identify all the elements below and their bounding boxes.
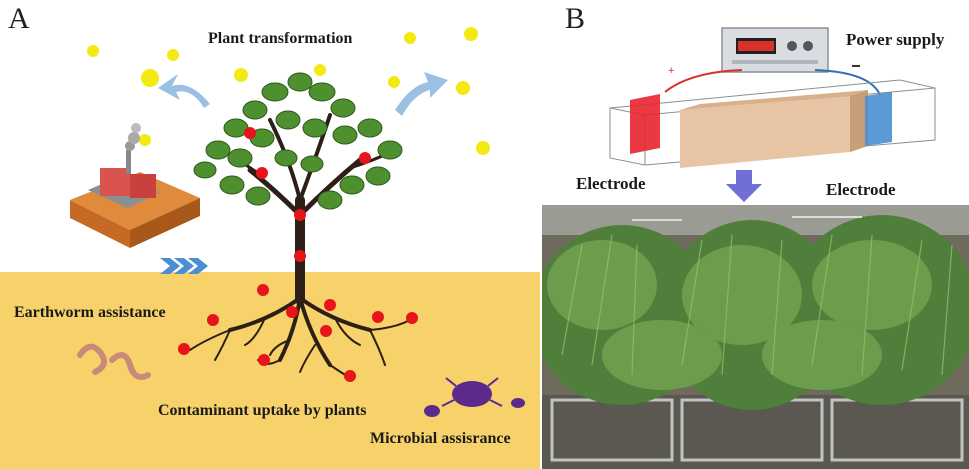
panel-a-illustration xyxy=(0,27,540,469)
soil-block xyxy=(680,90,868,168)
label-electrode-right: Electrode xyxy=(826,180,896,199)
tank-outline xyxy=(609,79,936,166)
arrow-up-right xyxy=(395,72,448,116)
electrode-blue xyxy=(865,92,892,146)
contaminant-dots xyxy=(178,127,418,382)
tree-leaves xyxy=(193,72,403,210)
electrode-red xyxy=(630,94,660,154)
label-power-supply: Power supply xyxy=(846,30,945,49)
down-arrow xyxy=(726,170,762,202)
panel-letter-a: A xyxy=(8,2,30,35)
symbol-plus: + xyxy=(668,65,674,77)
grass-photo xyxy=(542,205,969,469)
label-plant-transformation: Plant transformation xyxy=(208,30,353,47)
microbe-icons xyxy=(424,381,525,417)
label-contaminant-uptake: Contaminant uptake by plants xyxy=(158,402,367,419)
arrow-up-left xyxy=(158,74,210,108)
microbe-legs xyxy=(441,377,503,407)
label-earthworm-assistance: Earthworm assistance xyxy=(14,304,166,321)
wire-red xyxy=(664,69,743,93)
airborne-particles xyxy=(87,27,490,155)
label-microbial: Microbial assisrance xyxy=(370,430,511,447)
power-supply-icon xyxy=(721,27,829,73)
factory-icon xyxy=(70,123,200,248)
wire-blue xyxy=(814,69,881,96)
soil-background xyxy=(0,272,540,469)
panel-letter-b: B xyxy=(565,2,586,35)
earthworm-icons xyxy=(77,343,151,380)
chevron-arrows xyxy=(160,258,208,274)
label-electrode-left: Electrode xyxy=(576,174,646,193)
